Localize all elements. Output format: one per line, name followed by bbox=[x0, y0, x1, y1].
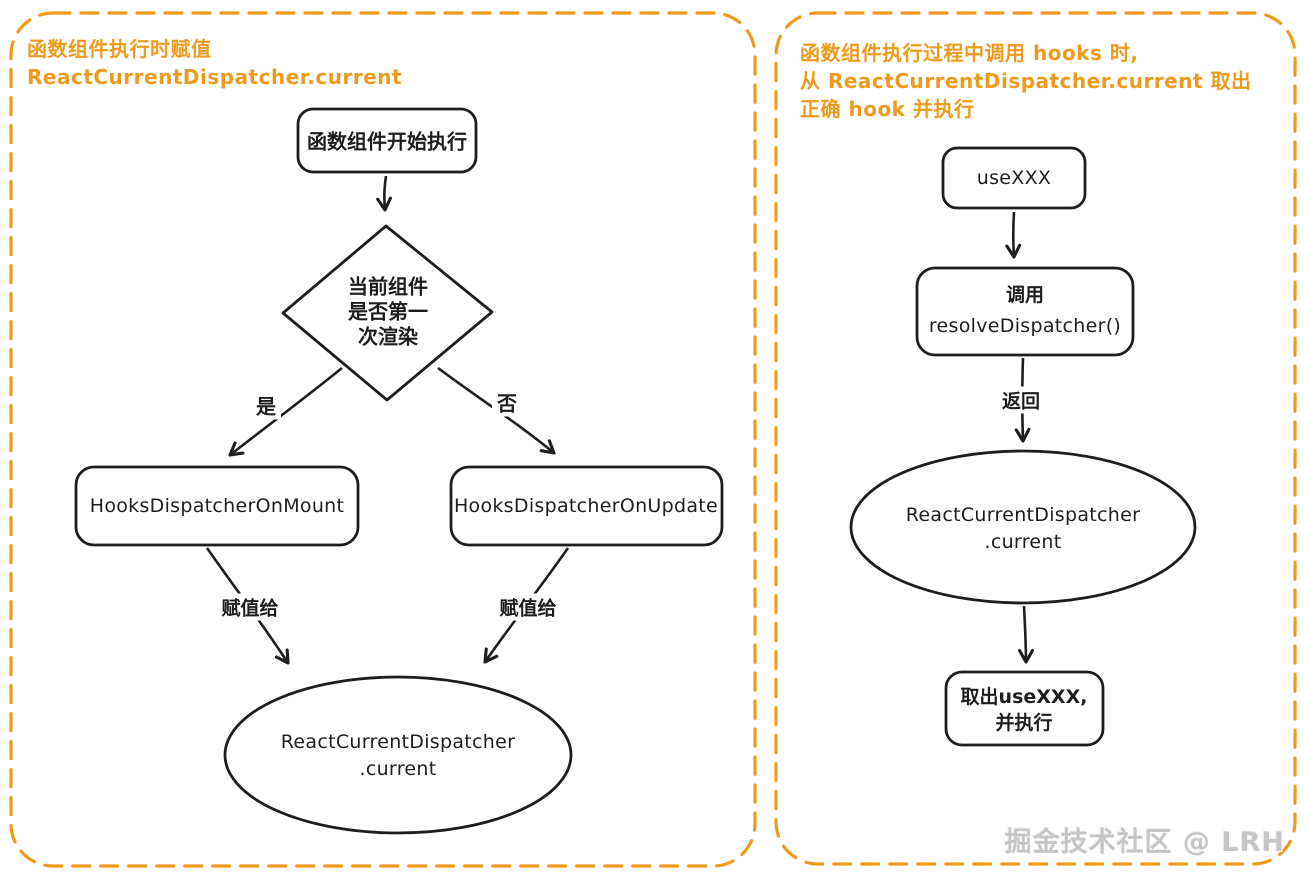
left-title-line-1: 函数组件执行时赋值 bbox=[27, 37, 212, 61]
dispatcher-ellipse-right bbox=[849, 449, 1197, 605]
extract-arrow bbox=[1018, 605, 1034, 664]
dispatcher-right-line-2: .current bbox=[984, 531, 1062, 553]
usexxx-node-label: useXXX bbox=[976, 167, 1052, 189]
left-panel-border bbox=[9, 11, 757, 868]
branch-no-label: 否 bbox=[492, 387, 522, 417]
branch-yes-label: 是 bbox=[251, 390, 281, 420]
right-title-line-3: 正确 hook 并执行 bbox=[800, 97, 975, 121]
start-node-label: 函数组件开始执行 bbox=[307, 129, 467, 154]
right-panel-title: 函数组件执行过程中调用 hooks 时, 从 ReactCurrentDispa… bbox=[800, 39, 1252, 123]
left-title-line-2: ReactCurrentDispatcher.current bbox=[27, 65, 403, 89]
execute-box bbox=[944, 670, 1105, 747]
update-node-label: HooksDispatcherOnUpdate bbox=[453, 495, 719, 517]
return-label: 返回 bbox=[996, 386, 1046, 414]
decision-line-2: 是否第一 bbox=[348, 299, 428, 324]
usexxx-arrow bbox=[1005, 211, 1022, 259]
yes-arrow bbox=[228, 366, 343, 457]
resolve-line-2: resolveDispatcher() bbox=[928, 315, 1122, 337]
watermark-text: 掘金技术社区 @ LRH bbox=[1004, 827, 1285, 858]
decision-line-1: 当前组件 bbox=[348, 274, 428, 299]
dispatcher-left-line-1: ReactCurrentDispatcher bbox=[280, 731, 516, 753]
resolve-line-1: 调用 bbox=[1005, 284, 1045, 306]
update-box bbox=[449, 465, 724, 547]
assign-label-left: 赋值给 bbox=[216, 593, 284, 621]
execute-node-label: 取出useXXX, 并执行 bbox=[961, 684, 1088, 736]
mount-box bbox=[74, 465, 360, 547]
execute-line-1: 取出useXXX, bbox=[960, 686, 1088, 708]
dispatcher-left-label: ReactCurrentDispatcher .current bbox=[281, 729, 516, 783]
decision-node-label: 当前组件 是否第一 次渲染 bbox=[348, 275, 428, 350]
resolve-box bbox=[915, 266, 1135, 357]
right-panel-border bbox=[774, 11, 1297, 866]
usexxx-box bbox=[941, 146, 1087, 210]
dispatcher-right-label: ReactCurrentDispatcher .current bbox=[906, 502, 1141, 556]
right-title-line-1: 函数组件执行过程中调用 hooks 时, bbox=[800, 41, 1139, 65]
dispatcher-ellipse-left bbox=[223, 675, 573, 835]
start-arrow bbox=[376, 175, 392, 212]
execute-line-2: 并执行 bbox=[995, 712, 1053, 734]
decision-diamond bbox=[281, 224, 494, 402]
dispatcher-left-line-2: .current bbox=[359, 758, 437, 780]
mount-node-label: HooksDispatcherOnMount bbox=[89, 495, 345, 517]
left-panel-title: 函数组件执行时赋值 ReactCurrentDispatcher.current bbox=[27, 35, 402, 91]
dispatcher-right-line-1: ReactCurrentDispatcher bbox=[905, 504, 1141, 526]
right-title-line-2: 从 ReactCurrentDispatcher.current 取出 bbox=[800, 69, 1252, 93]
decision-line-3: 次渲染 bbox=[358, 324, 418, 349]
assign-label-right: 赋值给 bbox=[494, 593, 562, 621]
start-box bbox=[296, 107, 478, 174]
resolve-node-label: 调用 resolveDispatcher() bbox=[929, 280, 1121, 342]
